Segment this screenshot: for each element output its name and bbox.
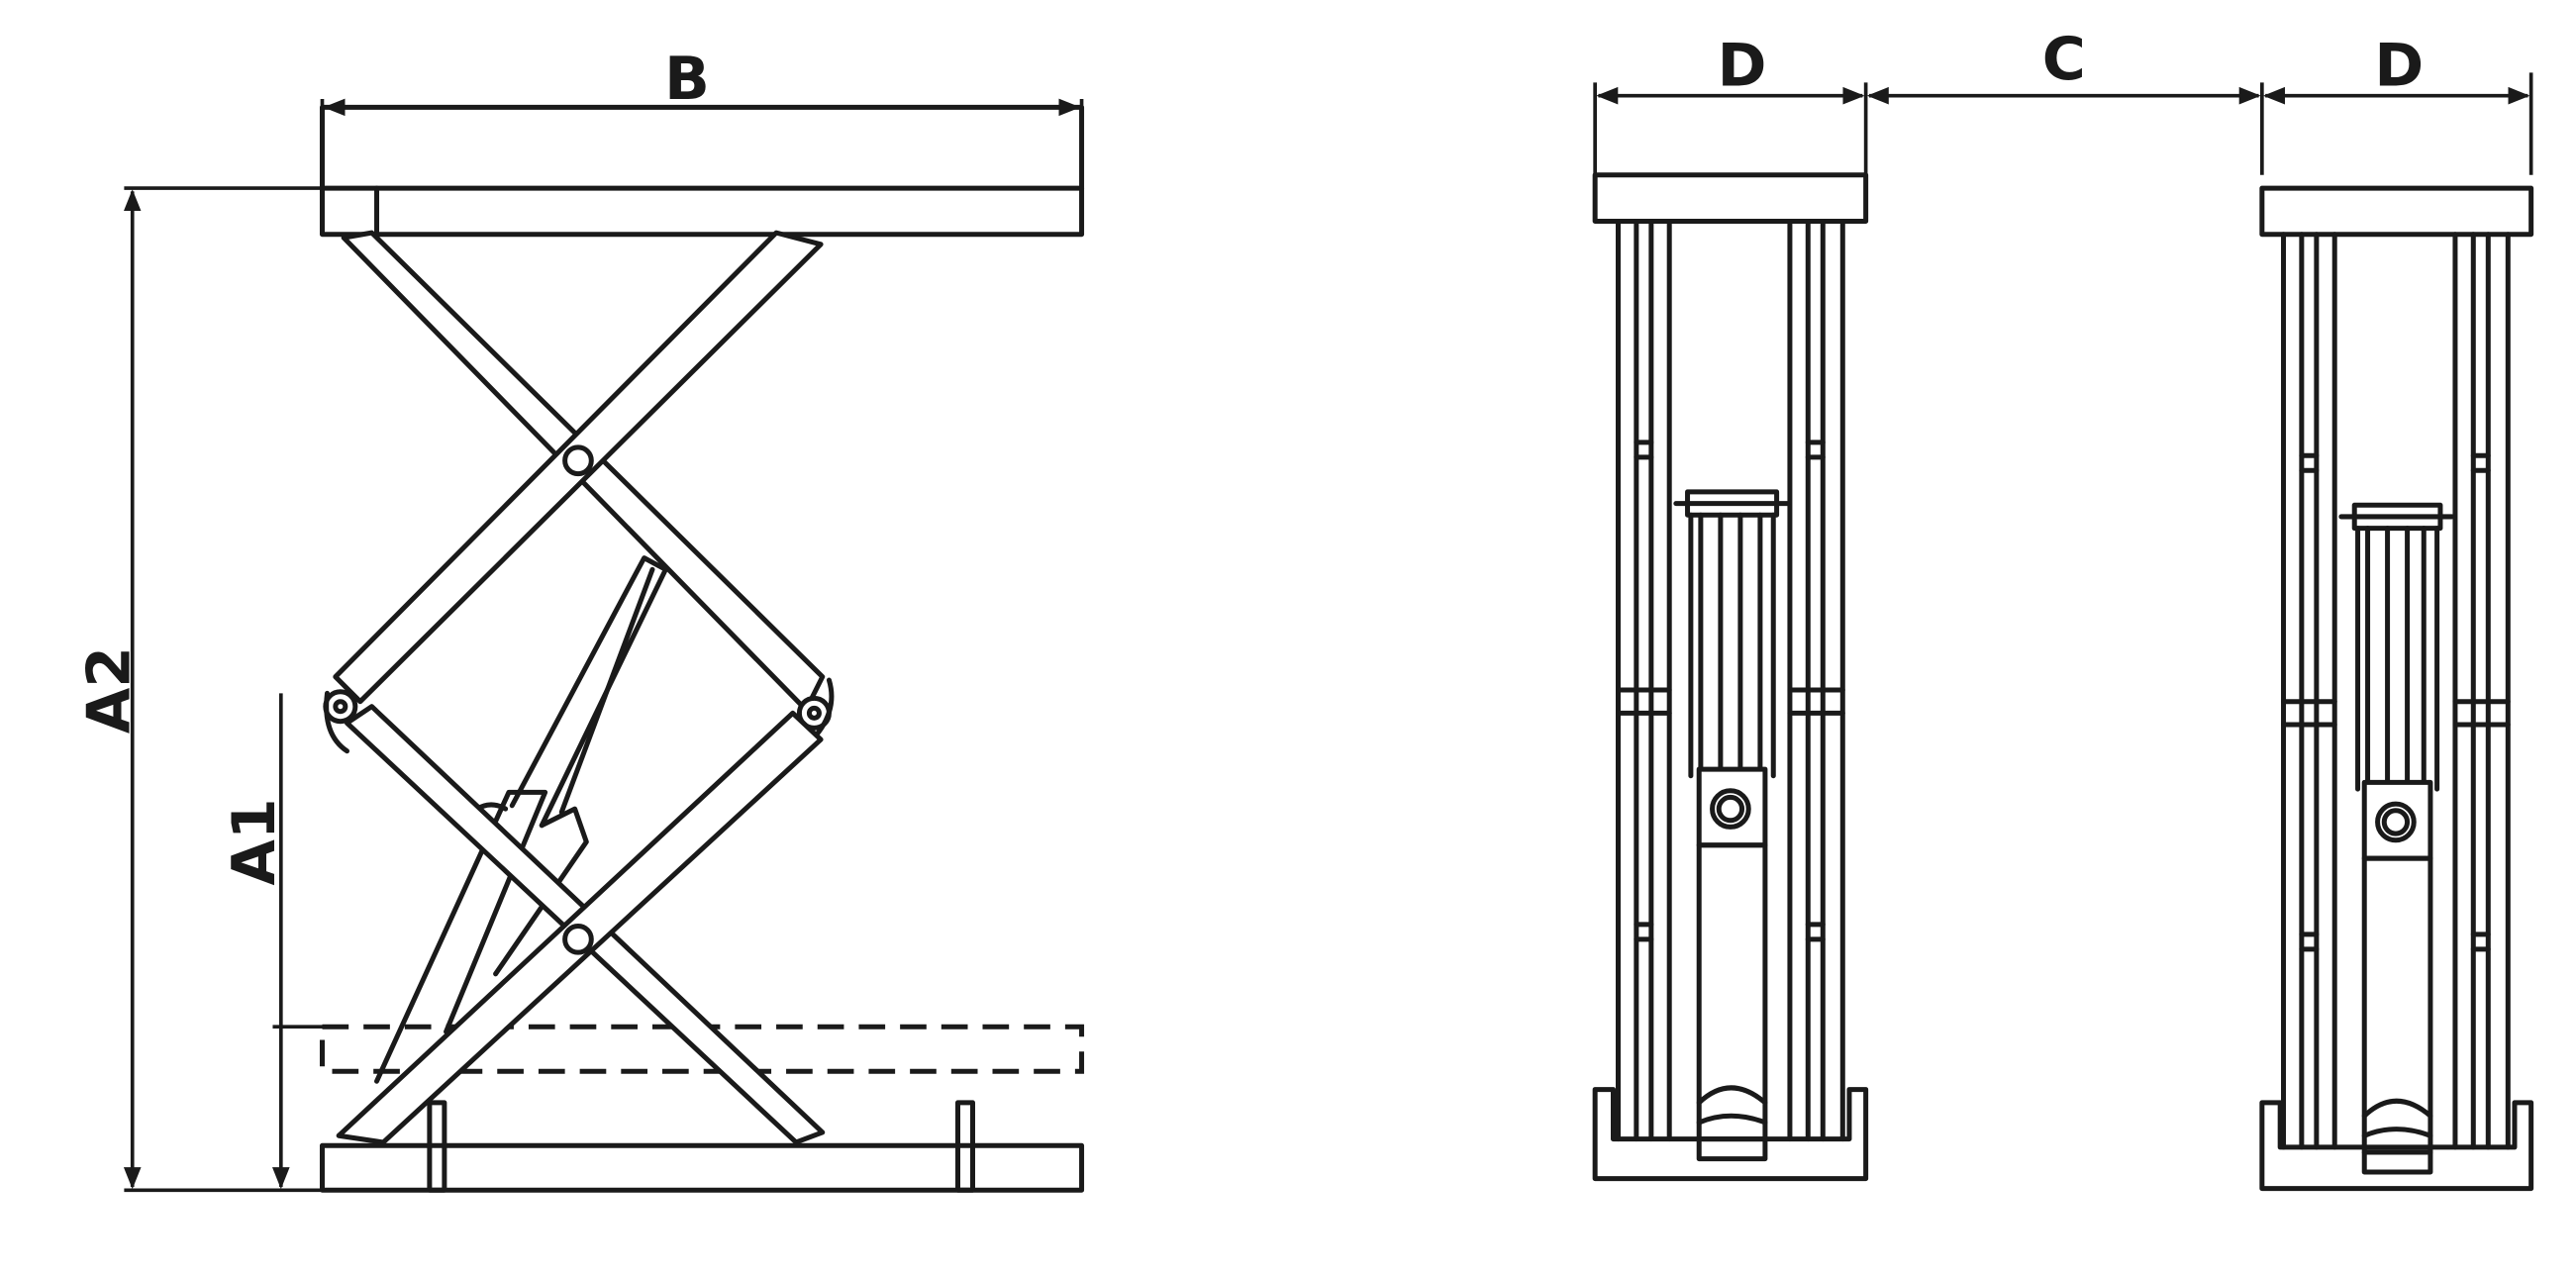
top-platform: [319, 104, 1085, 238]
dimension-b: B: [320, 45, 1084, 185]
label-d-right: D: [2374, 32, 2424, 101]
base-frame: [319, 1100, 1085, 1193]
label-b: B: [664, 45, 710, 114]
left-lift-column: [1592, 172, 1869, 1182]
label-d-left: D: [1718, 32, 1767, 101]
lower-scissor-arms: [336, 704, 826, 1145]
dimension-a1: A1: [220, 693, 331, 1190]
dimension-d-right: D: [2260, 32, 2533, 175]
front-view: D C D: [1592, 25, 2534, 1192]
right-lift-column: [2259, 185, 2534, 1192]
upper-scissor-arms: [323, 230, 835, 754]
dimension-d-left: D: [1593, 32, 1868, 175]
dimension-c: C: [1866, 25, 2261, 105]
label-c: C: [2042, 25, 2086, 94]
label-a2: A2: [74, 646, 144, 734]
label-a1: A1: [220, 798, 289, 885]
side-view: B A2 A1: [74, 45, 1085, 1193]
dimension-a2: A2: [74, 186, 331, 1193]
